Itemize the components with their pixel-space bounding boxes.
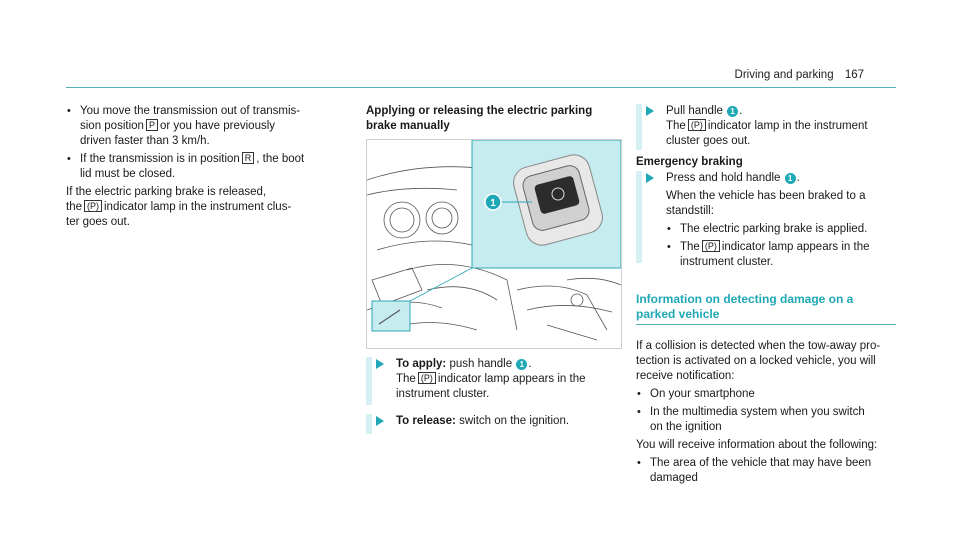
header-section: Driving and parking	[734, 69, 834, 81]
column-left: You move the transmission out of transmi…	[66, 104, 356, 230]
section-rule	[636, 324, 896, 325]
callout-1-icon: 1	[516, 359, 528, 370]
column-middle: Applying or releasing the electric parki…	[366, 104, 620, 134]
callout-1-icon	[484, 193, 502, 211]
step-release: To release: switch on the ignition.	[366, 414, 620, 434]
list-item: On your smartphone	[636, 387, 896, 402]
callout-1-icon: 1	[727, 106, 739, 117]
step-emergency: Press and hold handle 1. When the vehicl…	[636, 171, 896, 270]
transmission-p-icon: P	[145, 119, 158, 131]
list-item: The(P)indicator lamp appears in the inst…	[666, 240, 896, 270]
emergency-heading: Emergency braking	[636, 156, 743, 168]
parking-brake-icon: (P)	[701, 240, 720, 252]
parking-brake-icon: (P)	[687, 119, 706, 131]
parking-brake-icon: (P)	[84, 200, 102, 212]
transmission-r-icon: R	[241, 152, 255, 164]
paragraph: If the electric parking brake is release…	[66, 186, 292, 228]
dashboard-illustration: 1	[366, 139, 622, 349]
step-arrow-icon	[646, 106, 654, 116]
step-apply: To apply: push handle 1. The(P)indicator…	[366, 357, 620, 405]
list-item: In the multimedia system when you switch…	[636, 405, 896, 435]
list-item: The area of the vehicle that may have be…	[636, 456, 896, 486]
list-item: You move the transmission out of transmi…	[66, 104, 356, 149]
list-item: The electric parking brake is applied.	[666, 222, 896, 237]
step-arrow-icon	[376, 359, 384, 369]
parking-brake-icon	[551, 187, 565, 201]
paragraph: You will receive information about the f…	[636, 439, 878, 451]
parking-brake-icon: (P)	[417, 372, 436, 384]
section-heading: Information on detecting damage on a par…	[636, 292, 854, 321]
section-heading: Applying or releasing the electric parki…	[366, 105, 593, 132]
column-right: Pull handle 1. The(P)indicator lamp in t…	[636, 104, 896, 486]
cockpit-drawing: 1	[367, 140, 621, 341]
step-release-handle: Pull handle 1. The(P)indicator lamp in t…	[636, 104, 896, 150]
column-middle-steps: To apply: push handle 1. The(P)indicator…	[366, 357, 620, 434]
header-rule	[66, 87, 896, 88]
callout-number: 1	[490, 198, 496, 209]
paragraph: If a collision is detected when the tow-…	[636, 340, 881, 382]
step-arrow-icon	[646, 173, 654, 183]
step-arrow-icon	[376, 416, 384, 426]
running-header: Driving and parking 167	[735, 69, 864, 81]
callout-1-icon: 1	[784, 173, 796, 184]
page-number: 167	[844, 69, 864, 81]
